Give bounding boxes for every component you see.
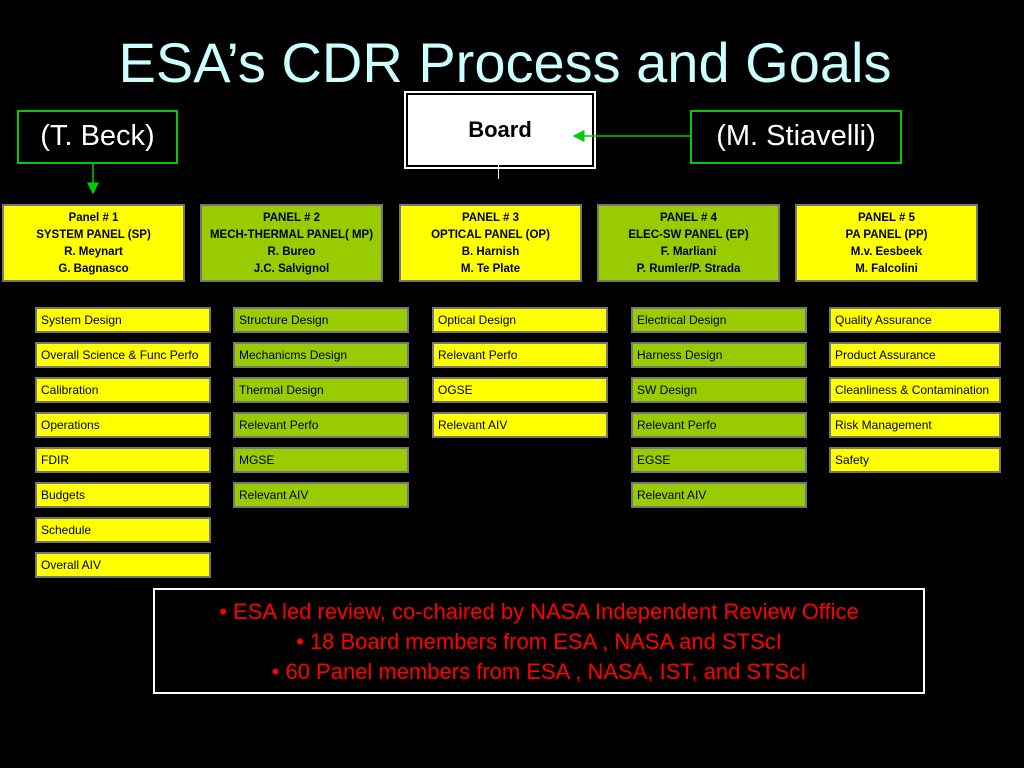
panel-5: PANEL # 5 PA PANEL (PP) M.v. Eesbeek M. Fal… (795, 204, 978, 282)
panel-3-task: OGSE (432, 377, 608, 403)
panel-1-task: Overall AIV (35, 552, 211, 578)
panel-line: M. Te Plate (460, 263, 521, 275)
panel-1-task: Calibration (35, 377, 211, 403)
info-line: • ESA led review, co-chaired by NASA Ind… (219, 599, 859, 624)
panel-3-task: Relevant AIV (432, 412, 608, 438)
panel-1-task: Schedule (35, 517, 211, 543)
panel-5-task: Product Assurance (829, 342, 1001, 368)
panel-line: P. Rumler/P. Strada (636, 263, 741, 275)
panel-3: PANEL # 3 OPTICAL PANEL (OP) B. Harnish M. … (399, 204, 582, 282)
panel-3-task: Relevant Perfo (432, 342, 608, 368)
panel-1-task: Operations (35, 412, 211, 438)
panel-line: ELEC-SW PANEL (EP) (628, 229, 749, 241)
panel-line: R. Bureo (267, 246, 316, 258)
panel-1: Panel # 1 SYSTEM PANEL (SP) R. Meynart G. B… (2, 204, 185, 282)
panel-2-task: Mechanicms Design (233, 342, 409, 368)
panel-line: PANEL # 2 (262, 212, 321, 224)
panel-5-task: Cleanliness & Contamination (829, 377, 1001, 403)
panel-line: OPTICAL PANEL (OP) (431, 229, 550, 241)
panel-3-task: Optical Design (432, 307, 608, 333)
panel-line: R. Meynart (64, 246, 123, 258)
panel-2-task: Thermal Design (233, 377, 409, 403)
panel-line: M. Falcolini (855, 263, 918, 275)
panel-5-task: Risk Management (829, 412, 1001, 438)
panel-line: PA PANEL (PP) (845, 229, 928, 241)
panel-4-task: Relevant Perfo (631, 412, 807, 438)
panel-line: Panel # 1 (68, 212, 119, 224)
panel-4-task: Harness Design (631, 342, 807, 368)
panel-4-task: Relevant AIV (631, 482, 807, 508)
panel-1-task: Budgets (35, 482, 211, 508)
panel-line: PANEL # 5 (857, 212, 916, 224)
panel-line: G. Bagnasco (58, 263, 129, 275)
panel-1-task: System Design (35, 307, 211, 333)
page-title: ESA’s CDR Process and Goals (118, 31, 892, 94)
panel-2-task: Relevant Perfo (233, 412, 409, 438)
panel-4-task: Electrical Design (631, 307, 807, 333)
panel-1-task: Overall Science & Func Perfo (35, 342, 211, 368)
panel-line: MECH-THERMAL PANEL( MP) (209, 229, 374, 241)
panel-5-task: Safety (829, 447, 1001, 473)
panel-line: M.v. Eesbeek (850, 246, 923, 258)
panel-1-task: FDIR (35, 447, 211, 473)
panel-4-task: SW Design (631, 377, 807, 403)
left-name-box: (T. Beck) (17, 110, 178, 164)
right-name-box: (M. Stiavelli) (690, 110, 902, 164)
panel-2-task: Structure Design (233, 307, 409, 333)
info-line: • 60 Panel members from ESA , NASA, IST,… (271, 659, 807, 684)
board-box: Board (404, 91, 596, 169)
panel-line: B. Harnish (461, 246, 520, 258)
info-box: • ESA led review, co-chaired by NASA Ind… (153, 588, 925, 694)
panel-2-task: Relevant AIV (233, 482, 409, 508)
panel-line: J.C. Salvignol (253, 263, 330, 275)
panel-4-task: EGSE (631, 447, 807, 473)
panel-line: PANEL # 3 (461, 212, 520, 224)
panel-line: F. Marliani (660, 246, 717, 258)
panel-2-task: MGSE (233, 447, 409, 473)
panel-2: PANEL # 2 MECH-THERMAL PANEL( MP) R. Bureo… (200, 204, 383, 282)
panel-line: SYSTEM PANEL (SP) (36, 229, 151, 241)
info-line: • 18 Board members from ESA , NASA and S… (296, 629, 782, 654)
panel-line: PANEL # 4 (659, 212, 718, 224)
panel-5-task: Quality Assurance (829, 307, 1001, 333)
board-stem (498, 165, 499, 179)
